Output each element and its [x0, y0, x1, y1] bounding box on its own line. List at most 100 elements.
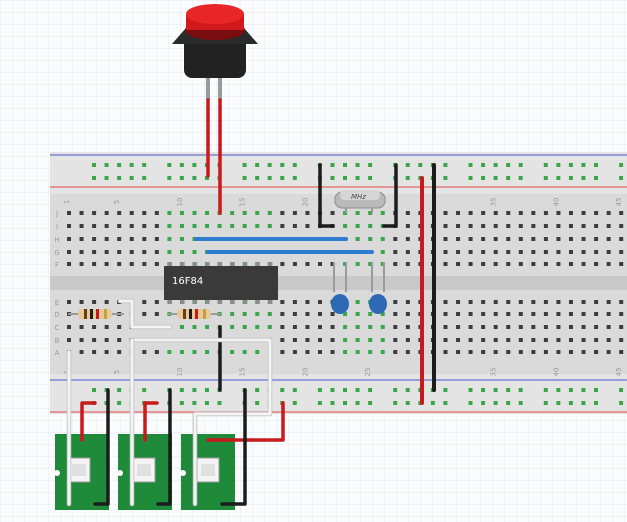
breadboard-hole	[518, 350, 523, 354]
breadboard-hole	[255, 163, 260, 167]
breadboard-hole	[468, 338, 473, 342]
chip-body	[164, 266, 278, 300]
wire-black	[220, 388, 247, 506]
breadboard-hole	[518, 262, 523, 266]
breadboard-hole	[330, 350, 335, 354]
breadboard-hole	[368, 163, 373, 167]
breadboard-hole	[506, 211, 511, 215]
breadboard-hole	[92, 237, 97, 241]
breadboard-hole	[594, 401, 598, 405]
breadboard-hole	[179, 176, 184, 180]
breadboard-hole	[79, 338, 84, 342]
breadboard-hole	[456, 350, 461, 354]
breadboard-hole	[569, 250, 573, 254]
breadboard-hole	[581, 237, 586, 241]
breadboard-hole	[292, 163, 297, 167]
breadboard-hole	[355, 325, 360, 329]
breadboard-hole	[117, 176, 122, 180]
breadboard-hole	[456, 250, 461, 254]
breadboard-hole	[531, 350, 536, 354]
breadboard-hole	[456, 300, 461, 304]
breadboard-hole	[493, 338, 498, 342]
chip-pin	[268, 300, 273, 304]
breadboard-hole	[79, 224, 84, 228]
breadboard-hole	[129, 237, 134, 241]
breadboard-hole	[518, 388, 523, 392]
breadboard-hole	[380, 350, 385, 354]
breadboard-hole	[393, 325, 398, 329]
breadboard-hole	[556, 211, 561, 215]
column-number: 45	[615, 368, 623, 377]
breadboard-hole	[205, 325, 210, 329]
breadboard-hole	[506, 176, 511, 180]
breadboard-holes	[67, 163, 624, 405]
column-number: 20	[301, 368, 309, 377]
breadboard-hole	[79, 350, 84, 354]
breadboard-hole	[456, 224, 461, 228]
breadboard-hole	[506, 388, 511, 392]
breadboard-hole	[67, 338, 71, 342]
breadboard-hole	[569, 350, 573, 354]
breadboard-hole	[405, 262, 410, 266]
breadboard-hole	[117, 338, 122, 342]
breadboard-hole	[619, 401, 624, 405]
breadboard-hole	[481, 388, 486, 392]
breadboard-hole	[343, 401, 347, 405]
breadboard-hole	[104, 250, 109, 254]
breadboard-hole	[606, 350, 611, 354]
breadboard-hole	[242, 224, 247, 228]
breadboard-hole	[594, 262, 599, 266]
breadboard-hole	[330, 163, 335, 167]
breadboard-hole	[117, 350, 122, 354]
breadboard-hole	[456, 211, 461, 215]
breadboard-hole	[355, 300, 360, 304]
wire-black	[318, 163, 335, 228]
breadboard-hole	[380, 250, 385, 254]
breadboard-hole	[556, 300, 561, 304]
breadboard-hole	[531, 338, 536, 342]
breadboard-hole	[179, 224, 184, 228]
row-letter: G	[54, 249, 59, 257]
breadboard-hole	[443, 338, 448, 342]
breadboard-hole	[230, 211, 235, 215]
breadboard-hole	[330, 388, 335, 392]
breadboard-hole	[330, 325, 335, 329]
breadboard-hole	[506, 325, 511, 329]
breadboard-hole	[129, 211, 134, 215]
breadboard-hole	[594, 312, 599, 316]
breadboard-hole	[543, 401, 548, 405]
breadboard-hole	[255, 211, 260, 215]
breadboard-hole	[343, 388, 347, 392]
wire-red	[143, 401, 159, 442]
breadboard-hole	[79, 250, 84, 254]
breadboard-hole	[355, 262, 360, 266]
breadboard-hole	[443, 401, 448, 405]
breadboard-hole	[619, 211, 624, 215]
column-number: 5	[113, 200, 121, 204]
breadboard-hole	[318, 312, 322, 316]
breadboard-hole	[192, 176, 197, 180]
breadboard-hole	[606, 250, 611, 254]
breadboard-hole	[154, 211, 159, 215]
row-letter: H	[54, 236, 59, 244]
breadboard-hole	[543, 262, 548, 266]
breadboard-hole	[330, 211, 335, 215]
breadboard-hole	[569, 300, 573, 304]
breadboard-hole	[569, 211, 573, 215]
breadboard-hole	[405, 325, 410, 329]
chip-pin	[205, 262, 210, 266]
breadboard-hole	[355, 224, 360, 228]
breadboard-hole	[179, 325, 184, 329]
chip-pin	[268, 262, 273, 266]
breadboard-hole	[518, 224, 523, 228]
breadboard-hole	[568, 163, 573, 167]
breadboard-hole	[468, 401, 473, 405]
breadboard-hole	[481, 237, 486, 241]
breadboard-hole	[393, 312, 398, 316]
breadboard-hole	[568, 176, 573, 180]
column-number: 5	[113, 370, 121, 374]
row-letter: B	[55, 337, 60, 345]
breadboard-hole	[129, 163, 134, 167]
column-number: 25	[364, 368, 372, 377]
breadboard-hole	[255, 325, 260, 329]
